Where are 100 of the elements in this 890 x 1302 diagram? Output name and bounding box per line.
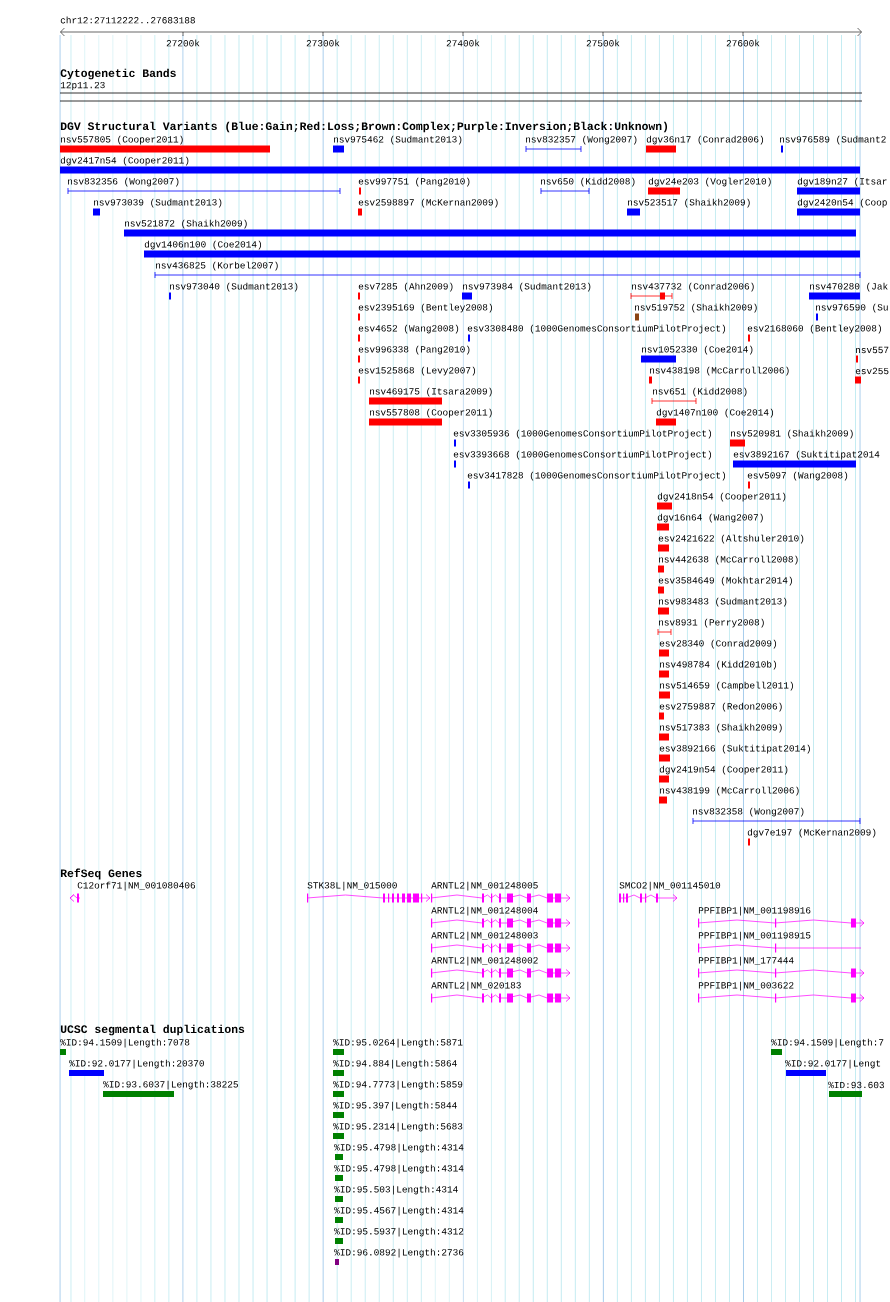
feature-label: nsv438198 (McCarroll2006) [650,366,789,376]
feature-label: nsv650 (Kidd2008) [541,177,635,187]
feature-label: PPFIBP1|NM_001198916 [698,906,811,916]
feature-label: dgv36n17 (Conrad2006) [646,135,764,145]
feature-label: nsv973984 (Sudmant2013) [463,282,591,292]
feature-label: nsv557808 (Cooper2011) [370,408,492,418]
feature-label: esv3417828 (1000GenomesConsortiumPilotProject) [467,471,726,481]
feature-label: STK38L|NM_015000 [307,881,397,891]
feature-label: esv2759887 (Redon2006) [659,702,782,712]
feature-label: esv7285 (Ahn2009) [358,282,453,292]
feature-label: dgv2420n54 (Coop [797,198,887,208]
feature-label: ARNTL2|NM_001248005 [431,881,538,891]
scale-label: 27600k [726,39,760,47]
feature-label: nsv832356 (Wong2007) [68,177,179,187]
feature-label: %ID:95.5937|Length:4312 [334,1227,464,1237]
feature-label: nsv973039 (Sudmant2013) [94,198,222,208]
feature-label: dgv189n27 (Itsar [797,177,887,187]
feature-label: dgv1406n100 (Coe2014) [144,240,262,250]
feature-label: dgv2418n54 (Cooper2011) [657,492,786,502]
feature-label: ARNTL2|NM_001248004 [431,906,538,916]
feature-label: %ID:94.884|Length:5864 [333,1059,457,1069]
feature-label: SMCO2|NM_001145010 [619,881,721,891]
feature-label: nsv469175 (Itsara2009) [370,387,492,397]
feature-label: esv3305936 (1000GenomesConsortiumPilotProject) [453,429,712,439]
feature-label: esv3308480 (1000GenomesConsortiumPilotProject) [467,324,726,334]
feature-label: %ID:95.4567|Length:4314 [334,1206,464,1216]
feature-label: %ID:95.4798|Length:4314 [334,1143,464,1153]
feature-label: %ID:95.0264|Length:5871 [333,1038,463,1048]
feature-label: nsv442638 (McCarroll2008) [659,555,798,565]
feature-label: nsv557 [856,346,889,354]
scale-label: 27400k [446,39,480,47]
track-heading: Cytogenetic Bands [60,68,176,80]
feature-label: PPFIBP1|NM_001198915 [698,931,811,941]
feature-label: C12orf71|NM_001080406 [77,881,196,891]
feature-label: esv2421622 (Altshuler2010) [658,534,804,544]
feature-label: nsv521872 (Shaikh2009) [125,219,247,229]
feature-label: esv255 [855,367,889,375]
feature-label: dgv2419n54 (Cooper2011) [659,765,788,775]
scale-label: 27500k [586,39,620,47]
feature-label: esv1525868 (Levy2007) [358,366,476,376]
feature-label: dgv1407n100 (Coe2014) [656,408,774,418]
track-heading: UCSC segmental duplications [60,1024,245,1036]
feature-label: nsv1052330 (Coe2014) [642,345,753,355]
feature-label: nsv517383 (Shaikh2009) [660,723,782,733]
track-label: 12p11.23 [60,81,105,91]
feature-label: esv4652 (Wang2008) [358,324,459,334]
feature-label: esv3584649 (Mokhtar2014) [658,576,792,586]
feature-label: dgv7e197 (McKernan2009) [747,828,876,838]
feature-label: %ID:95.397|Length:5844 [333,1101,457,1111]
feature-label: nsv832357 (Wong2007) [526,135,637,145]
track-label: chr12:27112222..27683188 [60,16,195,24]
feature-label: ARNTL2|NM_020183 [431,981,521,991]
feature-label: nsv520981 (Shaikh2009) [731,429,853,439]
feature-label: esv28340 (Conrad2009) [659,639,777,649]
feature-label: nsv438199 (McCarroll2006) [660,786,799,796]
feature-label: %ID:93.603 [828,1081,884,1089]
feature-label: ARNTL2|NM_001248003 [431,931,538,941]
feature-label: %ID:95.2314|Length:5683 [333,1122,463,1132]
track-heading: DGV Structural Variants (Blue:Gain;Red:Loss;Brown:Complex;Purple:Inversion;Black:Unknown) [60,121,668,133]
feature-label: %ID:95.4798|Length:4314 [334,1164,464,1174]
feature-label: nsv651 (Kidd2008) [653,387,747,397]
feature-label: PPFIBP1|NM_177444 [698,956,794,966]
feature-label: nsv519752 (Shaikh2009) [635,303,757,313]
feature-label: dgv2417n54 (Cooper2011) [60,156,189,166]
feature-label: PPFIBP1|NM_003622 [698,981,794,991]
feature-label: %ID:94.1509|Length:7078 [60,1038,190,1048]
track-heading: RefSeq Genes [60,868,142,880]
feature-label: nsv470280 (Jak [810,282,888,292]
feature-label: %ID:94.7773|Length:5859 [333,1080,463,1090]
feature-label: nsv436825 (Korbel2007) [156,261,278,271]
feature-label: esv3393668 (1000GenomesConsortiumPilotProject) [453,450,712,460]
feature-label: nsv832358 (Wong2007) [693,807,804,817]
feature-label: %ID:94.1509|Length:7 [771,1038,884,1048]
feature-label: %ID:96.0892|Length:2736 [334,1248,464,1258]
feature-label: %ID:92.0177|Lengt [785,1059,881,1069]
feature-label: nsv975462 (Sudmant2013) [334,135,462,145]
feature-label: nsv514659 (Campbell2011) [660,681,793,691]
feature-label: dgv24e203 (Vogler2010) [648,177,771,187]
feature-label: esv5097 (Wang2008) [747,471,848,481]
feature-label: %ID:95.503|Length:4314 [334,1185,458,1195]
scale-label: 27200k [166,39,200,47]
feature-label: nsv976590 (Su [816,303,888,313]
feature-label: esv996338 (Pang2010) [358,345,470,355]
feature-label: esv2395169 (Bentley2008) [358,303,492,313]
feature-label: nsv498784 (Kidd2010b) [660,660,777,670]
feature-label: %ID:92.0177|Length:20370 [69,1059,204,1069]
feature-label: nsv557805 (Cooper2011) [61,135,183,145]
feature-label: ARNTL2|NM_001248002 [431,956,538,966]
feature-label: nsv983483 (Sudmant2013) [659,597,787,607]
feature-label: dgv16n64 (Wang2007) [657,513,763,523]
feature-label: esv2598897 (McKernan2009) [358,198,498,208]
feature-label: nsv437732 (Conrad2006) [632,282,754,292]
feature-label: nsv973040 (Sudmant2013) [170,282,298,292]
scale-label: 27300k [306,39,340,47]
feature-label: esv3892166 (Suktitipat2014) [659,744,810,754]
feature-label: esv2168060 (Bentley2008) [747,324,881,334]
feature-label: %ID:93.6037|Length:38225 [103,1080,238,1090]
feature-label: esv997751 (Pang2010) [358,177,470,187]
feature-label: esv3892167 (Suktitipat2014 [733,450,880,460]
feature-label: nsv976589 (Sudmant2 [780,135,886,145]
